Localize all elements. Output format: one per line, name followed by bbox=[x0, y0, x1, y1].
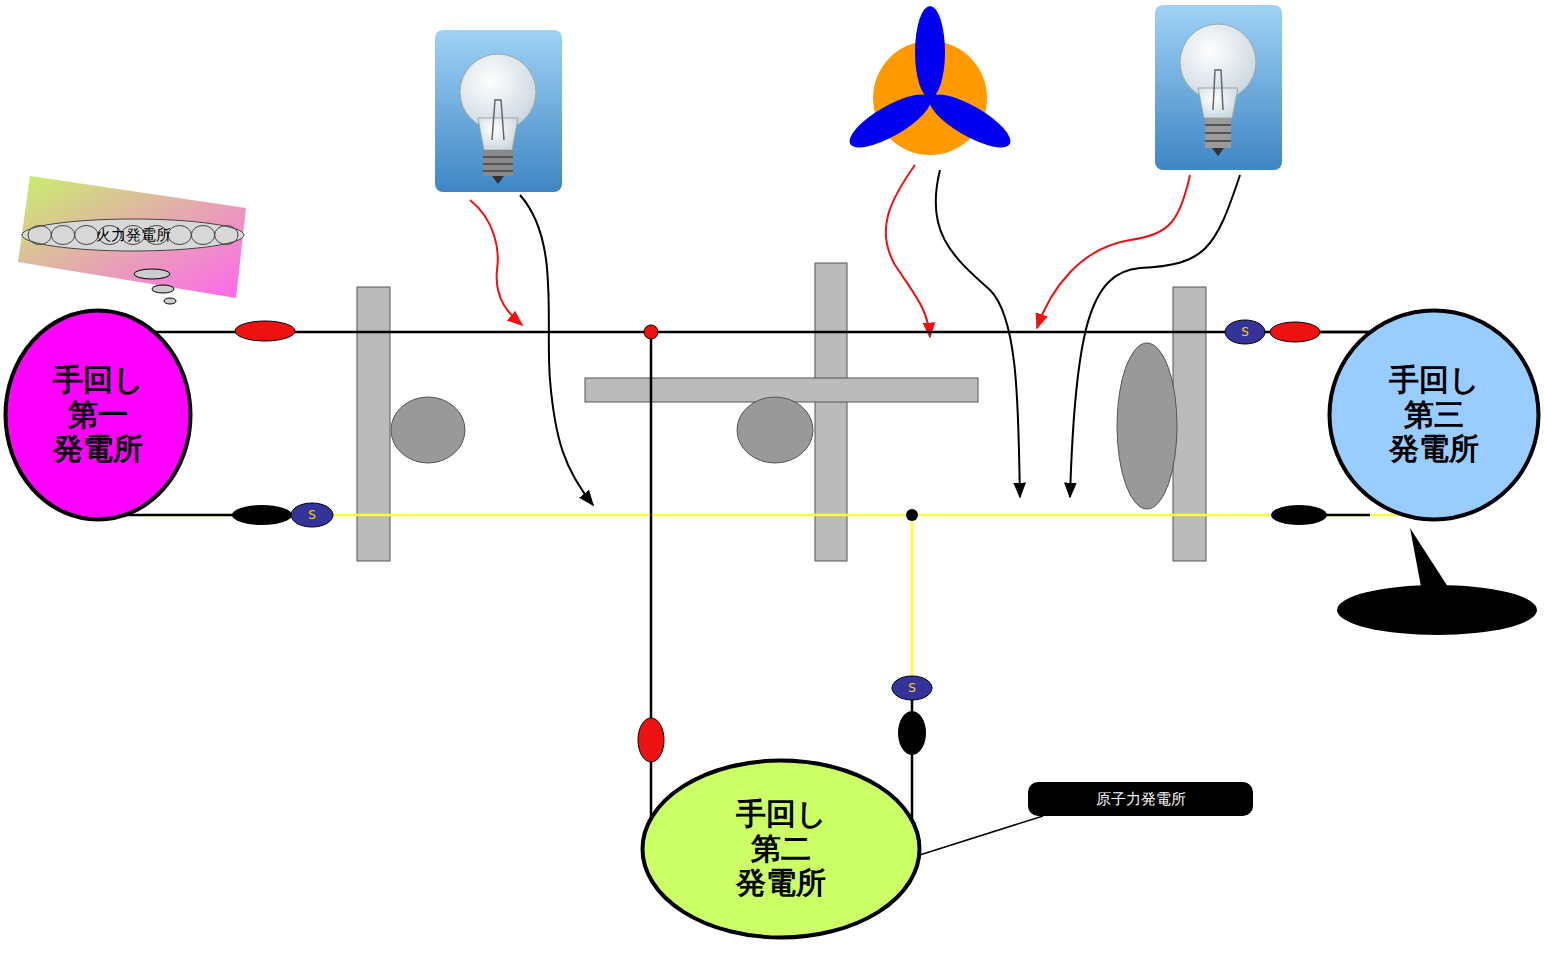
load-wire bbox=[1037, 175, 1190, 328]
callout-text: 原子力発電所 bbox=[1096, 790, 1186, 809]
grey-disc bbox=[391, 397, 465, 463]
grey-disc bbox=[737, 397, 813, 463]
switch bbox=[291, 503, 333, 527]
callout-box: 原子力発電所 bbox=[1028, 782, 1253, 816]
station-name: 手回し 第三 発電所 bbox=[1383, 363, 1485, 467]
load-wire bbox=[1070, 175, 1240, 497]
thought-bubble bbox=[134, 269, 170, 279]
light-bulb bbox=[1155, 5, 1282, 170]
load-wire bbox=[470, 200, 522, 325]
grey-disc bbox=[1117, 343, 1177, 509]
switch-label: S bbox=[908, 682, 916, 694]
load-wire bbox=[886, 165, 930, 337]
terminal bbox=[235, 321, 295, 341]
junction-dot bbox=[906, 509, 918, 521]
empty-callout bbox=[1337, 585, 1537, 635]
junction-dot bbox=[644, 325, 658, 339]
switch-label: S bbox=[1241, 326, 1249, 338]
station-name: 手回し 第二 発電所 bbox=[730, 797, 832, 901]
callout-pointer bbox=[1410, 528, 1450, 592]
generator-circle: 手回し 第二 発電所 bbox=[640, 758, 922, 940]
station-name: 手回し 第一 発電所 bbox=[47, 363, 149, 467]
wire bbox=[911, 515, 914, 688]
terminal bbox=[1270, 322, 1320, 342]
load-wire bbox=[936, 170, 1020, 497]
thought-bubble bbox=[152, 285, 174, 293]
generator-circle: 手回し 第三 発電所 bbox=[1327, 308, 1541, 522]
callout-text: 火力発電所 bbox=[96, 226, 171, 245]
cloud-panel bbox=[18, 176, 246, 298]
terminal bbox=[232, 505, 292, 525]
terminal bbox=[898, 711, 926, 755]
thought-bubble bbox=[164, 298, 176, 304]
grey-bar bbox=[815, 263, 847, 561]
switch-label: S bbox=[308, 509, 316, 521]
power-line bbox=[155, 331, 1370, 334]
cloud-callout: 火力発電所 bbox=[20, 216, 246, 254]
switch bbox=[892, 676, 932, 700]
light-bulb bbox=[435, 30, 562, 192]
grey-bar bbox=[357, 287, 390, 561]
load-wire bbox=[520, 195, 593, 505]
callout-leader bbox=[920, 816, 1043, 855]
terminal bbox=[1271, 505, 1327, 525]
fan bbox=[843, 6, 1017, 157]
switch bbox=[1225, 320, 1265, 344]
grey-bar bbox=[1173, 287, 1206, 561]
wire bbox=[911, 688, 914, 835]
generator-circle: 手回し 第一 発電所 bbox=[3, 308, 193, 522]
terminal bbox=[638, 718, 664, 762]
